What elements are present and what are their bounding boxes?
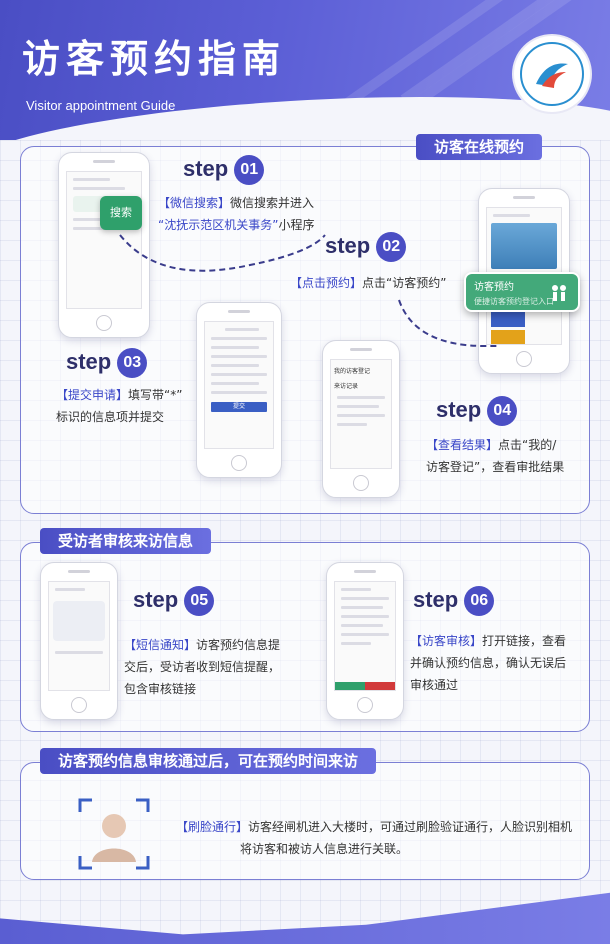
step-07-desc: 【刷脸通行】访客经闸机进入大楼时，可通过刷脸验证通行，人脸识别相机 将访客和被访… (176, 820, 573, 856)
section-review-tag: 受访者审核来访信息 (40, 528, 212, 554)
bird-logo-icon (536, 63, 568, 88)
header-banner: 访客预约指南 Visitor appointment Guide (0, 0, 610, 140)
phone-step-05 (40, 562, 118, 720)
page-title: 访客预约指南 (22, 37, 287, 81)
visitor-icon (552, 285, 566, 301)
visitor-booking-popup[interactable]: 访客预约 便捷访客预约登记入口 (464, 272, 580, 312)
visit-history-item[interactable]: 来访记录 (334, 383, 359, 390)
step-05-desc: 【短信通知】访客预约信息提 交后，受访者收到短信提醒， 包含审核链接 (124, 638, 281, 696)
phone-step-06 (326, 562, 404, 720)
page-subtitle: Visitor appointment Guide (26, 98, 176, 113)
footer-wave (0, 892, 610, 944)
section-online-tag: 访客在线预约 (416, 134, 543, 160)
step-02-desc: 【点击预约】点击“访客预约” (290, 276, 447, 290)
org-logo (514, 36, 590, 112)
submit-button[interactable]: 提交 (211, 402, 267, 412)
face-recognition-icon (78, 798, 150, 870)
step-04-desc: 【查看结果】点击“我的/ 访客登记”，查看审批结果 (426, 438, 565, 474)
step-03-desc: 【提交申请】填写带“*” 标识的信息项并提交 (56, 388, 183, 424)
phone-step-04: 我的访客登记 来访记录 (322, 340, 400, 498)
phone-step-01 (58, 152, 150, 338)
step-06-desc: 【访客审核】打开链接，查看 并确认预约信息，确认无误后 审核通过 (410, 634, 567, 692)
phone-step-03: 提交 (196, 302, 282, 478)
search-button[interactable]: 搜索 (100, 196, 142, 230)
my-visitor-record-item[interactable]: 我的访客登记 (334, 368, 371, 375)
step-01-desc: 【微信搜索】微信搜索并进入 “沈抚示范区机关事务”小程序 (158, 196, 315, 232)
section-visit-tag: 访客预约信息审核通过后，可在预约时间来访 (40, 748, 377, 774)
